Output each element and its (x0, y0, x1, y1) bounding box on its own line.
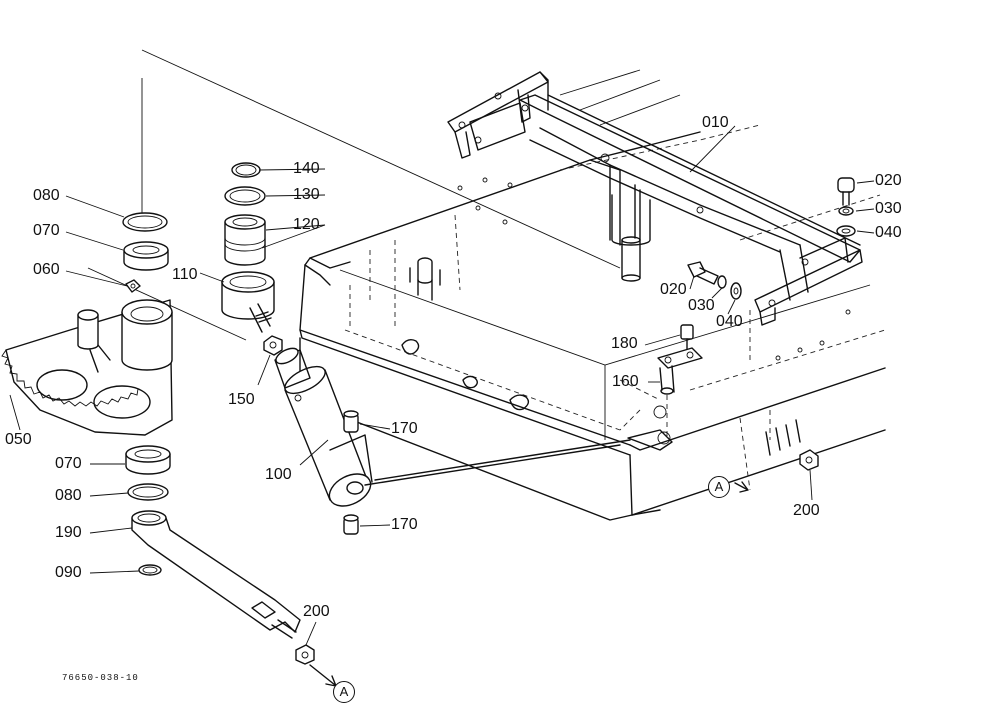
snap-ring-part-080-lower (127, 483, 169, 501)
callout-170-lower: 170 (391, 516, 418, 533)
snap-ring-part-130 (224, 186, 266, 206)
callout-060: 060 (33, 261, 60, 278)
callout-070-upper: 070 (33, 222, 60, 239)
alignment-line (141, 49, 621, 269)
bolt-set-center (687, 261, 742, 300)
callout-050: 050 (5, 431, 32, 448)
callout-020-right: 020 (875, 172, 902, 189)
snap-ring-part-090 (138, 564, 162, 576)
callout-080-lower: 080 (55, 487, 82, 504)
nut-part-200-right (799, 449, 819, 471)
rear-frame-part-010 (447, 69, 863, 326)
gear-sector-part-050 (1, 299, 173, 436)
bearing-part-070-upper (123, 241, 169, 271)
leader-lines (9, 125, 875, 687)
callout-090: 090 (55, 564, 82, 581)
nut-part-150 (263, 335, 283, 356)
bracket-part-110 (221, 271, 275, 333)
callout-110: 110 (172, 266, 198, 283)
snap-ring-part-080-upper (122, 212, 168, 232)
callout-030-right: 030 (875, 200, 902, 217)
reference-mark-a-right: A (708, 476, 730, 498)
callout-080-upper: 080 (33, 187, 60, 204)
callout-170-upper: 170 (391, 420, 418, 437)
callout-040-right: 040 (875, 224, 902, 241)
deck-frame (299, 124, 886, 521)
callout-160: 160 (612, 373, 639, 390)
bushing-part-170-lower (343, 514, 359, 535)
callout-130: 130 (293, 186, 320, 203)
callout-020-center: 020 (660, 281, 687, 298)
callout-070-lower: 070 (55, 455, 82, 472)
bearing-part-120 (224, 214, 266, 266)
callout-200-lower: 200 (303, 603, 330, 620)
steering-arm-part-190 (131, 510, 301, 639)
reference-mark-a-lower: A (333, 681, 355, 703)
hydraulic-cylinder-part-100 (274, 347, 631, 507)
callout-150: 150 (228, 391, 255, 408)
bolt-set-right (836, 177, 856, 237)
nut-part-200-lower (295, 644, 315, 665)
callout-120: 120 (293, 216, 320, 233)
callout-180: 180 (611, 335, 638, 352)
callout-030-center: 030 (688, 297, 715, 314)
bushing-part-170-upper (343, 410, 359, 433)
bearing-part-070-lower (125, 445, 171, 475)
callout-190: 190 (55, 524, 82, 541)
callout-010: 010 (702, 114, 729, 131)
callout-140: 140 (293, 160, 320, 177)
drawing-number: 76650-038-10 (62, 673, 139, 683)
callout-100: 100 (265, 466, 292, 483)
callout-200-right: 200 (793, 502, 820, 519)
callout-040-center: 040 (716, 313, 743, 330)
pin-part-160 (657, 324, 703, 440)
grease-fitting-part-060 (125, 279, 141, 293)
snap-ring-part-140 (231, 162, 261, 178)
